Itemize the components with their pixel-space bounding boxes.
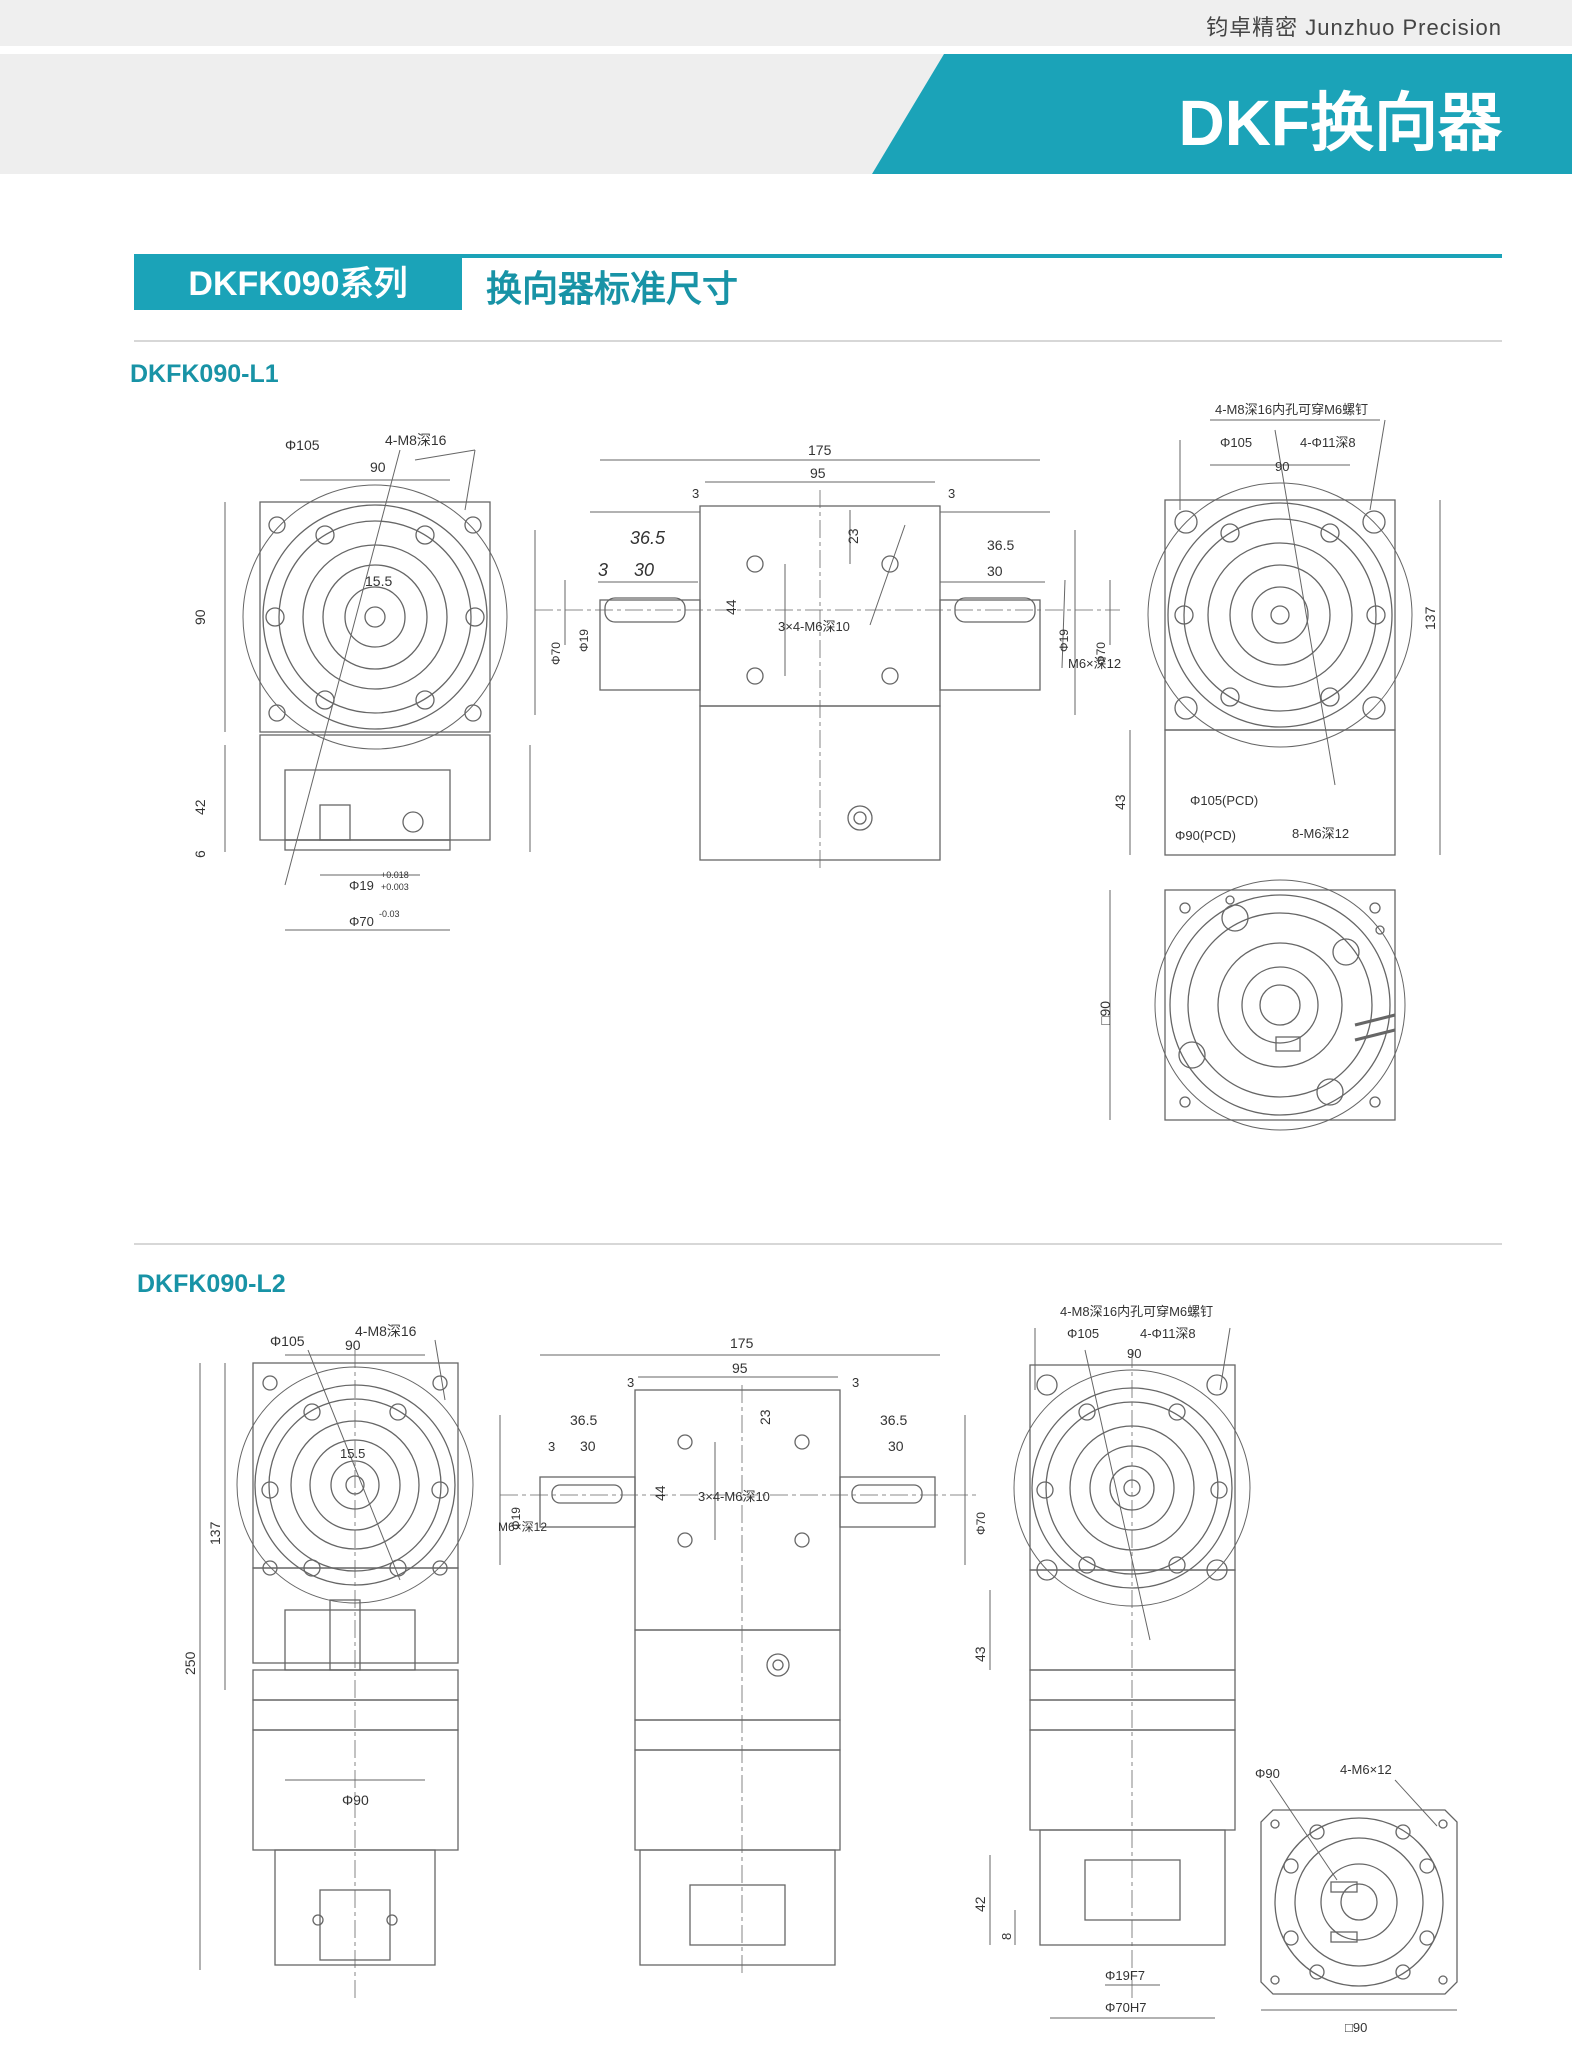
l1-side-h44: 44 [723,599,739,615]
l1-front-h42: 42 [192,799,208,815]
l1-side-h23: 23 [845,528,861,544]
section-rule [134,254,1502,258]
l2-front-h250: 250 [182,1651,198,1675]
l2-flange-tap: 4-M6×12 [1340,1762,1392,1777]
l1-right-d105: Φ105 [1220,435,1252,450]
l2-side-d3b: 3 [852,1375,859,1390]
l2-front-d105: Φ105 [270,1333,305,1349]
l1-right-h137: 137 [1422,606,1438,630]
divider [134,1243,1502,1245]
l2-front-d90: 90 [345,1337,361,1353]
l1-side-ext36: 36.5 [630,528,666,548]
l2-right-h8: 8 [999,1933,1014,1940]
l1-front-d105: Φ105 [285,437,320,453]
l2-side-key30: 30 [580,1438,596,1454]
l2-side-d3: 3 [548,1439,555,1454]
l2-side-d70: Φ70 [974,1512,988,1535]
l1-side-tap: 3×4-M6深10 [778,619,850,634]
l1-right-d11: 4-Φ11深8 [1300,435,1356,450]
l2-right-d90: 90 [1127,1346,1141,1361]
l2-side-tap2: M6×深12 [498,1520,547,1534]
l2-side-view: 175 95 3 3 36.5 3 30 23 44 3×4-M6深10 Φ70… [498,1335,988,1975]
l1-front-shaft-tol-lower: +0.003 [381,882,409,892]
l2-flange-d90: Φ90 [1255,1766,1280,1781]
l1-side-d3b: 3 [948,486,955,501]
l2-side-d19: Φ19 [509,1507,523,1530]
l2-front-h137: 137 [207,1521,223,1545]
l2-side-len95: 95 [732,1360,748,1376]
page-title: DKF换向器 [1178,87,1502,159]
l2-right-view: 4-M8深16内孔可穿M6螺钉 Φ105 4-Φ11深8 90 43 42 8 … [972,1304,1251,2019]
l1-side-tap2: M6×深12 [1068,656,1121,671]
l2-side-ext36: 36.5 [570,1412,597,1428]
model-title-l2: DKFK090-L2 [137,1270,286,1298]
l2-side-d3a: 3 [627,1375,634,1390]
l1-right-pcd90: Φ90(PCD) [1175,828,1236,843]
l1-bottom-view: □90 [1097,879,1406,1131]
l1-side-d3: 3 [598,560,608,580]
header-accent [872,54,1572,174]
l1-front-holes: 4-M8深16 [385,432,447,448]
l1-front-d90: 90 [370,459,386,475]
l1-side-len95: 95 [810,465,826,481]
l1-front-shaft-tol-upper: +0.018 [381,870,409,880]
l1-side-d3a: 3 [692,486,699,501]
l2-right-d11: 4-Φ11深8 [1140,1326,1196,1341]
l1-right-view: 4-M8深16内孔可穿M6螺钉 Φ105 4-Φ11深8 90 137 43 Φ… [1112,402,1441,856]
l1-right-h43: 43 [1112,794,1128,810]
l2-side-tap: 3×4-M6深10 [698,1489,770,1504]
divider [134,340,1502,342]
l1-side-d70: Φ70 [549,642,563,665]
l2-right-d105: Φ105 [1067,1326,1099,1341]
l2-flange-sq90: □90 [1345,2020,1367,2035]
series-tag: DKFK090系列 [134,258,462,310]
l1-right-pcd105: Φ105(PCD) [1190,793,1258,808]
l2-side-h23: 23 [757,1409,773,1425]
l2-right-h43: 43 [972,1646,988,1662]
l2-front-key: 15.5 [340,1446,365,1461]
l2-side-ext36b: 36.5 [880,1412,907,1428]
l2-front-view: Φ105 90 4-M8深16 15.5 137 250 Φ90 [182,1323,474,2000]
l1-right-d90: 90 [1275,459,1289,474]
l1-side-ext36-right: 36.5 [987,537,1014,553]
l1-right-tap: 8-M6深12 [1292,826,1349,841]
l1-side-key30: 30 [634,560,654,580]
section-subtitle: 换向器标准尺寸 [486,268,739,309]
l1-side-len175: 175 [808,442,832,458]
l1-side-d19: Φ19 [577,629,591,652]
l1-front-key: 15.5 [365,573,392,589]
l1-side-d19-right: Φ19 [1057,629,1071,652]
l1-front-h6: 6 [192,850,208,858]
l2-flange-view: Φ90 4-M6×12 □90 [1255,1762,1458,2035]
l1-front-pilot-tol: -0.03 [379,909,400,919]
l2-right-h42: 42 [972,1896,988,1912]
model-title-l1: DKFK090-L1 [130,360,279,388]
top-bar [0,0,1572,46]
l1-side-d70-right: Φ70 [1094,642,1108,665]
l2-front-holes: 4-M8深16 [355,1323,417,1339]
l1-bottom-sq90: □90 [1097,1001,1113,1025]
l1-front-pilot: Φ70 [349,914,374,929]
l1-front-h90: 90 [192,609,208,625]
l2-right-d70h7: Φ70H7 [1105,2000,1146,2015]
l2-right-note: 4-M8深16内孔可穿M6螺钉 [1060,1304,1213,1319]
l2-side-len175: 175 [730,1335,754,1351]
l1-side-view: 175 95 3 3 36.5 3 30 23 44 3×4-M6深10 Φ70… [534,442,1121,870]
l1-front-view: Φ105 90 4-M8深16 90 15.5 42 6 Φ19 +0.018 … [192,432,531,931]
l2-front-d90b: Φ90 [342,1792,369,1808]
l1-side-key30-right: 30 [987,563,1003,579]
l2-side-h44: 44 [652,1485,668,1501]
brand-label: 钧卓精密 Junzhuo Precision [1206,15,1502,40]
l2-side-key30b: 30 [888,1438,904,1454]
l1-right-note: 4-M8深16内孔可穿M6螺钉 [1215,402,1368,417]
l1-front-shaft: Φ19 [349,878,374,893]
l2-right-d19f7: Φ19F7 [1105,1968,1145,1983]
